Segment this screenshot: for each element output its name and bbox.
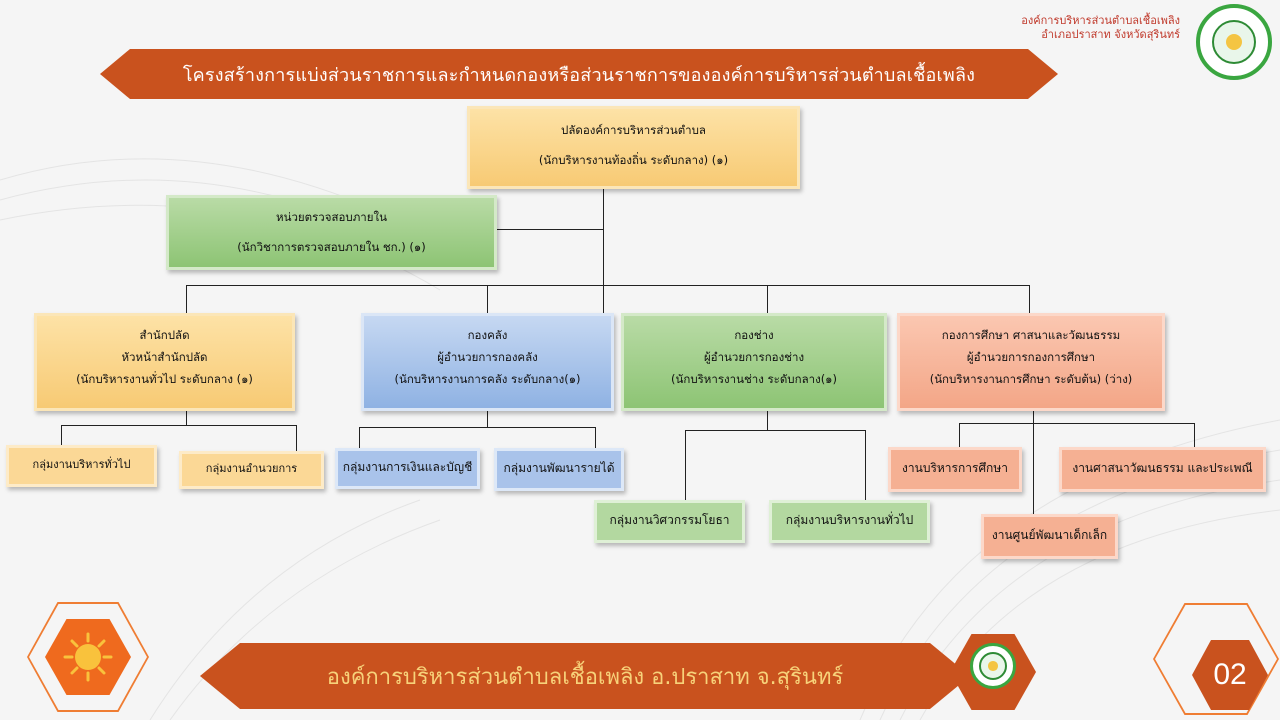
- node-audit-title: หน่วยตรวจสอบภายใน: [276, 210, 387, 224]
- node-finance-head: ผู้อำนวยการกองคลัง: [437, 350, 538, 364]
- node-education-name: กองการศึกษา ศาสนาและวัฒนธรรม: [941, 328, 1121, 342]
- node-engineering-position: (นักบริหารงานช่าง ระดับกลาง(๑): [671, 372, 837, 386]
- unit-religion-culture: งานศาสนาวัฒนธรรม และประเพณี: [1059, 447, 1266, 492]
- node-education-position: (นักบริหารงานการศึกษา ระดับต้น) (ว่าง): [929, 372, 1133, 386]
- node-education-division: กองการศึกษา ศาสนาและวัฒนธรรม ผู้อำนวยการ…: [897, 313, 1165, 411]
- node-engineering-name: กองช่าง: [734, 328, 774, 342]
- unit-civil-engineering: กลุ่มงานวิศวกรรมโยธา: [594, 500, 745, 543]
- unit-facilitation-label: กลุ่มงานอำนวยการ: [205, 462, 298, 475]
- unit-revenue-development-label: กลุ่มงานพัฒนารายได้: [503, 461, 615, 475]
- node-chief-administrator: ปลัดองค์การบริหารส่วนตำบล (นักบริหารงานท…: [467, 106, 800, 189]
- unit-education-admin-label: งานบริหารการศึกษา: [902, 461, 1008, 475]
- node-finance-position: (นักบริหารงานการคลัง ระดับกลาง(๑): [394, 372, 581, 386]
- header-org-name: องค์การบริหารส่วนตำบลเชื้อเพลิง อำเภอปรา…: [1021, 14, 1180, 42]
- sun-icon: [63, 632, 113, 682]
- node-engineering-head: ผู้อำนวยการกองช่าง: [703, 350, 805, 364]
- node-chief-title: ปลัดองค์การบริหารส่วนตำบล: [561, 123, 706, 137]
- node-engineering-division: กองช่าง ผู้อำนวยการกองช่าง (นักบริหารงาน…: [621, 313, 887, 411]
- header-org-line2: อำเภอปราสาท จังหวัดสุรินทร์: [1041, 28, 1180, 41]
- node-finance-division: กองคลัง ผู้อำนวยการกองคลัง (นักบริหารงาน…: [361, 313, 614, 411]
- unit-civil-engineering-label: กลุ่มงานวิศวกรรมโยธา: [609, 513, 730, 527]
- unit-engineering-general: กลุ่มงานบริหารงานทั่วไป: [769, 500, 930, 543]
- node-education-head: ผู้อำนวยการกองการศึกษา: [966, 350, 1096, 364]
- unit-child-development-center: งานศูนย์พัฒนาเด็กเล็ก: [981, 514, 1118, 559]
- header-org-line1: องค์การบริหารส่วนตำบลเชื้อเพลิง: [1021, 14, 1180, 27]
- node-finance-name: กองคลัง: [467, 328, 508, 342]
- org-logo: [1196, 4, 1272, 80]
- page-title: โครงสร้างการแบ่งส่วนราชการและกำหนดกองหรื…: [100, 49, 1058, 99]
- footer-org-banner: องค์การบริหารส่วนตำบลเชื้อเพลิง อ.ปราสาท…: [200, 643, 970, 709]
- node-chief-position: (นักบริหารงานท้องถิ่น ระดับกลาง) (๑): [538, 153, 729, 167]
- unit-child-development-center-label: งานศูนย์พัฒนาเด็กเล็ก: [991, 528, 1108, 542]
- node-internal-audit: หน่วยตรวจสอบภายใน (นักวิชาการตรวจสอบภายใ…: [166, 195, 497, 270]
- node-office-of-chief: สำนักปลัด หัวหน้าสำนักปลัด (นักบริหารงาน…: [34, 313, 295, 411]
- unit-general-administration-label: กลุ่มงานบริหารทั่วไป: [32, 458, 131, 471]
- footer-logo: [970, 643, 1016, 689]
- unit-revenue-development: กลุ่มงานพัฒนารายได้: [494, 448, 624, 491]
- unit-engineering-general-label: กลุ่มงานบริหารงานทั่วไป: [785, 513, 914, 527]
- unit-religion-culture-label: งานศาสนาวัฒนธรรม และประเพณี: [1072, 461, 1253, 475]
- node-office-head: หัวหน้าสำนักปลัด: [121, 350, 208, 364]
- unit-general-administration: กลุ่มงานบริหารทั่วไป: [6, 445, 157, 487]
- unit-education-admin: งานบริหารการศึกษา: [888, 447, 1022, 492]
- node-audit-position: (นักวิชาการตรวจสอบภายใน ชก.) (๑): [237, 240, 426, 254]
- node-office-position: (นักบริหารงานทั่วไป ระดับกลาง (๑): [76, 372, 253, 386]
- unit-finance-accounting: กลุ่มงานการเงินและบัญชี: [335, 448, 480, 489]
- unit-facilitation: กลุ่มงานอำนวยการ: [179, 451, 324, 489]
- unit-finance-accounting-label: กลุ่มงานการเงินและบัญชี: [342, 460, 473, 474]
- page-number: 02: [1213, 658, 1247, 691]
- node-office-name: สำนักปลัด: [139, 328, 190, 342]
